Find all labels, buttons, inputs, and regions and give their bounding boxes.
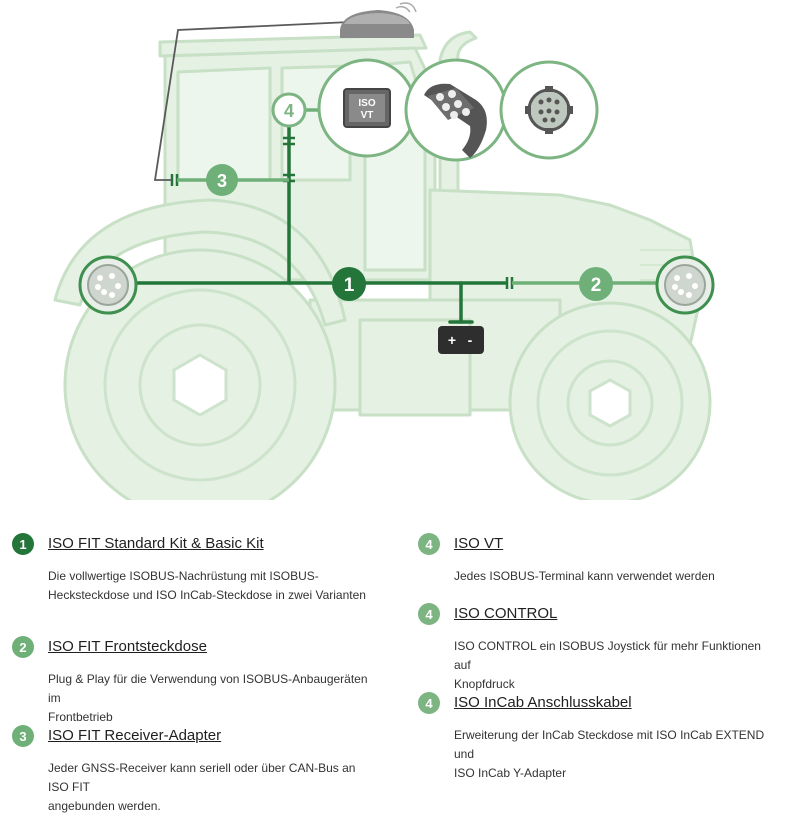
legend-desc-line: Hecksteckdose und ISO InCab-Steckdose in… xyxy=(48,588,366,602)
battery-icon: + - xyxy=(438,326,484,354)
marker-4-label: 4 xyxy=(284,101,294,121)
connector-plug-icon xyxy=(525,86,573,134)
iso-vt-circle[interactable]: ISO VT xyxy=(317,58,417,158)
marker-2[interactable]: 2 xyxy=(579,267,613,301)
legend-badge-2: 2 xyxy=(12,636,34,658)
legend-badge-3: 3 xyxy=(12,725,34,747)
tractor-isobus-diagram: + - ISO VT xyxy=(53,2,715,500)
marker-3[interactable]: 3 xyxy=(206,164,238,196)
marker-3-label: 3 xyxy=(217,171,227,191)
legend-title-link[interactable]: ISO FIT Receiver-Adapter xyxy=(48,727,222,744)
legend-title-link[interactable]: ISO VT xyxy=(454,535,504,552)
connector-ticks xyxy=(170,136,514,289)
incab-cable-circle[interactable] xyxy=(499,60,599,160)
iso-control-circle[interactable] xyxy=(404,58,508,162)
gnss-antenna-cable xyxy=(153,21,351,181)
legend-desc-line: Frontbetrieb xyxy=(48,710,113,724)
wheel-hubs xyxy=(172,353,632,428)
marker-2-label: 2 xyxy=(591,275,602,296)
legend-desc-line: Jeder GNSS-Receiver kann seriell oder üb… xyxy=(48,761,356,794)
joystick-icon xyxy=(424,83,487,158)
legend-description: ISO CONTROL ein ISOBUS Joystick für mehr… xyxy=(454,637,778,694)
marker-1[interactable]: 1 xyxy=(332,267,366,301)
iso-vt-label-line2: VT xyxy=(361,110,374,121)
legend-desc-line: Knopfdruck xyxy=(454,677,515,691)
legend-description: Jeder GNSS-Receiver kann seriell oder üb… xyxy=(48,759,372,816)
rear-socket-icon[interactable] xyxy=(78,255,138,315)
legend-badge-4: 4 xyxy=(418,692,440,714)
legend-description: Jedes ISOBUS-Terminal kann verwendet wer… xyxy=(454,567,715,586)
legend-description: Plug & Play für die Verwendung von ISOBU… xyxy=(48,670,372,727)
legend-title-link[interactable]: ISO CONTROL xyxy=(454,605,558,622)
battery-plus: + xyxy=(448,332,456,348)
legend-title-link[interactable]: ISO InCab Anschlusskabel xyxy=(454,694,632,711)
legend-badge-4: 4 xyxy=(418,603,440,625)
legend-description: Erweiterung der InCab Steckdose mit ISO … xyxy=(454,726,778,783)
legend-desc-line: Jedes ISOBUS-Terminal kann verwendet wer… xyxy=(454,569,715,583)
legend-desc-line: Plug & Play für die Verwendung von ISOBU… xyxy=(48,672,368,705)
marker-1-label: 1 xyxy=(344,275,355,296)
legend-badge-4: 4 xyxy=(418,533,440,555)
legend-title-link[interactable]: ISO FIT Standard Kit & Basic Kit xyxy=(48,535,264,552)
legend-desc-line: ISO CONTROL ein ISOBUS Joystick für mehr… xyxy=(454,639,761,672)
legend-badge-1: 1 xyxy=(12,533,34,555)
iso-vt-label-line1: ISO xyxy=(358,98,375,109)
legend-desc-line: Die vollwertige ISOBUS-Nachrüstung mit I… xyxy=(48,569,319,583)
battery-minus: - xyxy=(468,332,473,348)
legend-description: Die vollwertige ISOBUS-Nachrüstung mit I… xyxy=(48,567,366,605)
gnss-receiver-icon xyxy=(340,2,417,38)
legend-desc-line: ISO InCab Y-Adapter xyxy=(454,766,567,780)
wheel-rims xyxy=(103,288,684,482)
front-socket-icon[interactable] xyxy=(655,255,715,315)
legend-title-link[interactable]: ISO FIT Frontsteckdose xyxy=(48,638,207,655)
legend-desc-line: Erweiterung der InCab Steckdose mit ISO … xyxy=(454,728,765,761)
marker-4[interactable]: 4 xyxy=(271,92,307,128)
